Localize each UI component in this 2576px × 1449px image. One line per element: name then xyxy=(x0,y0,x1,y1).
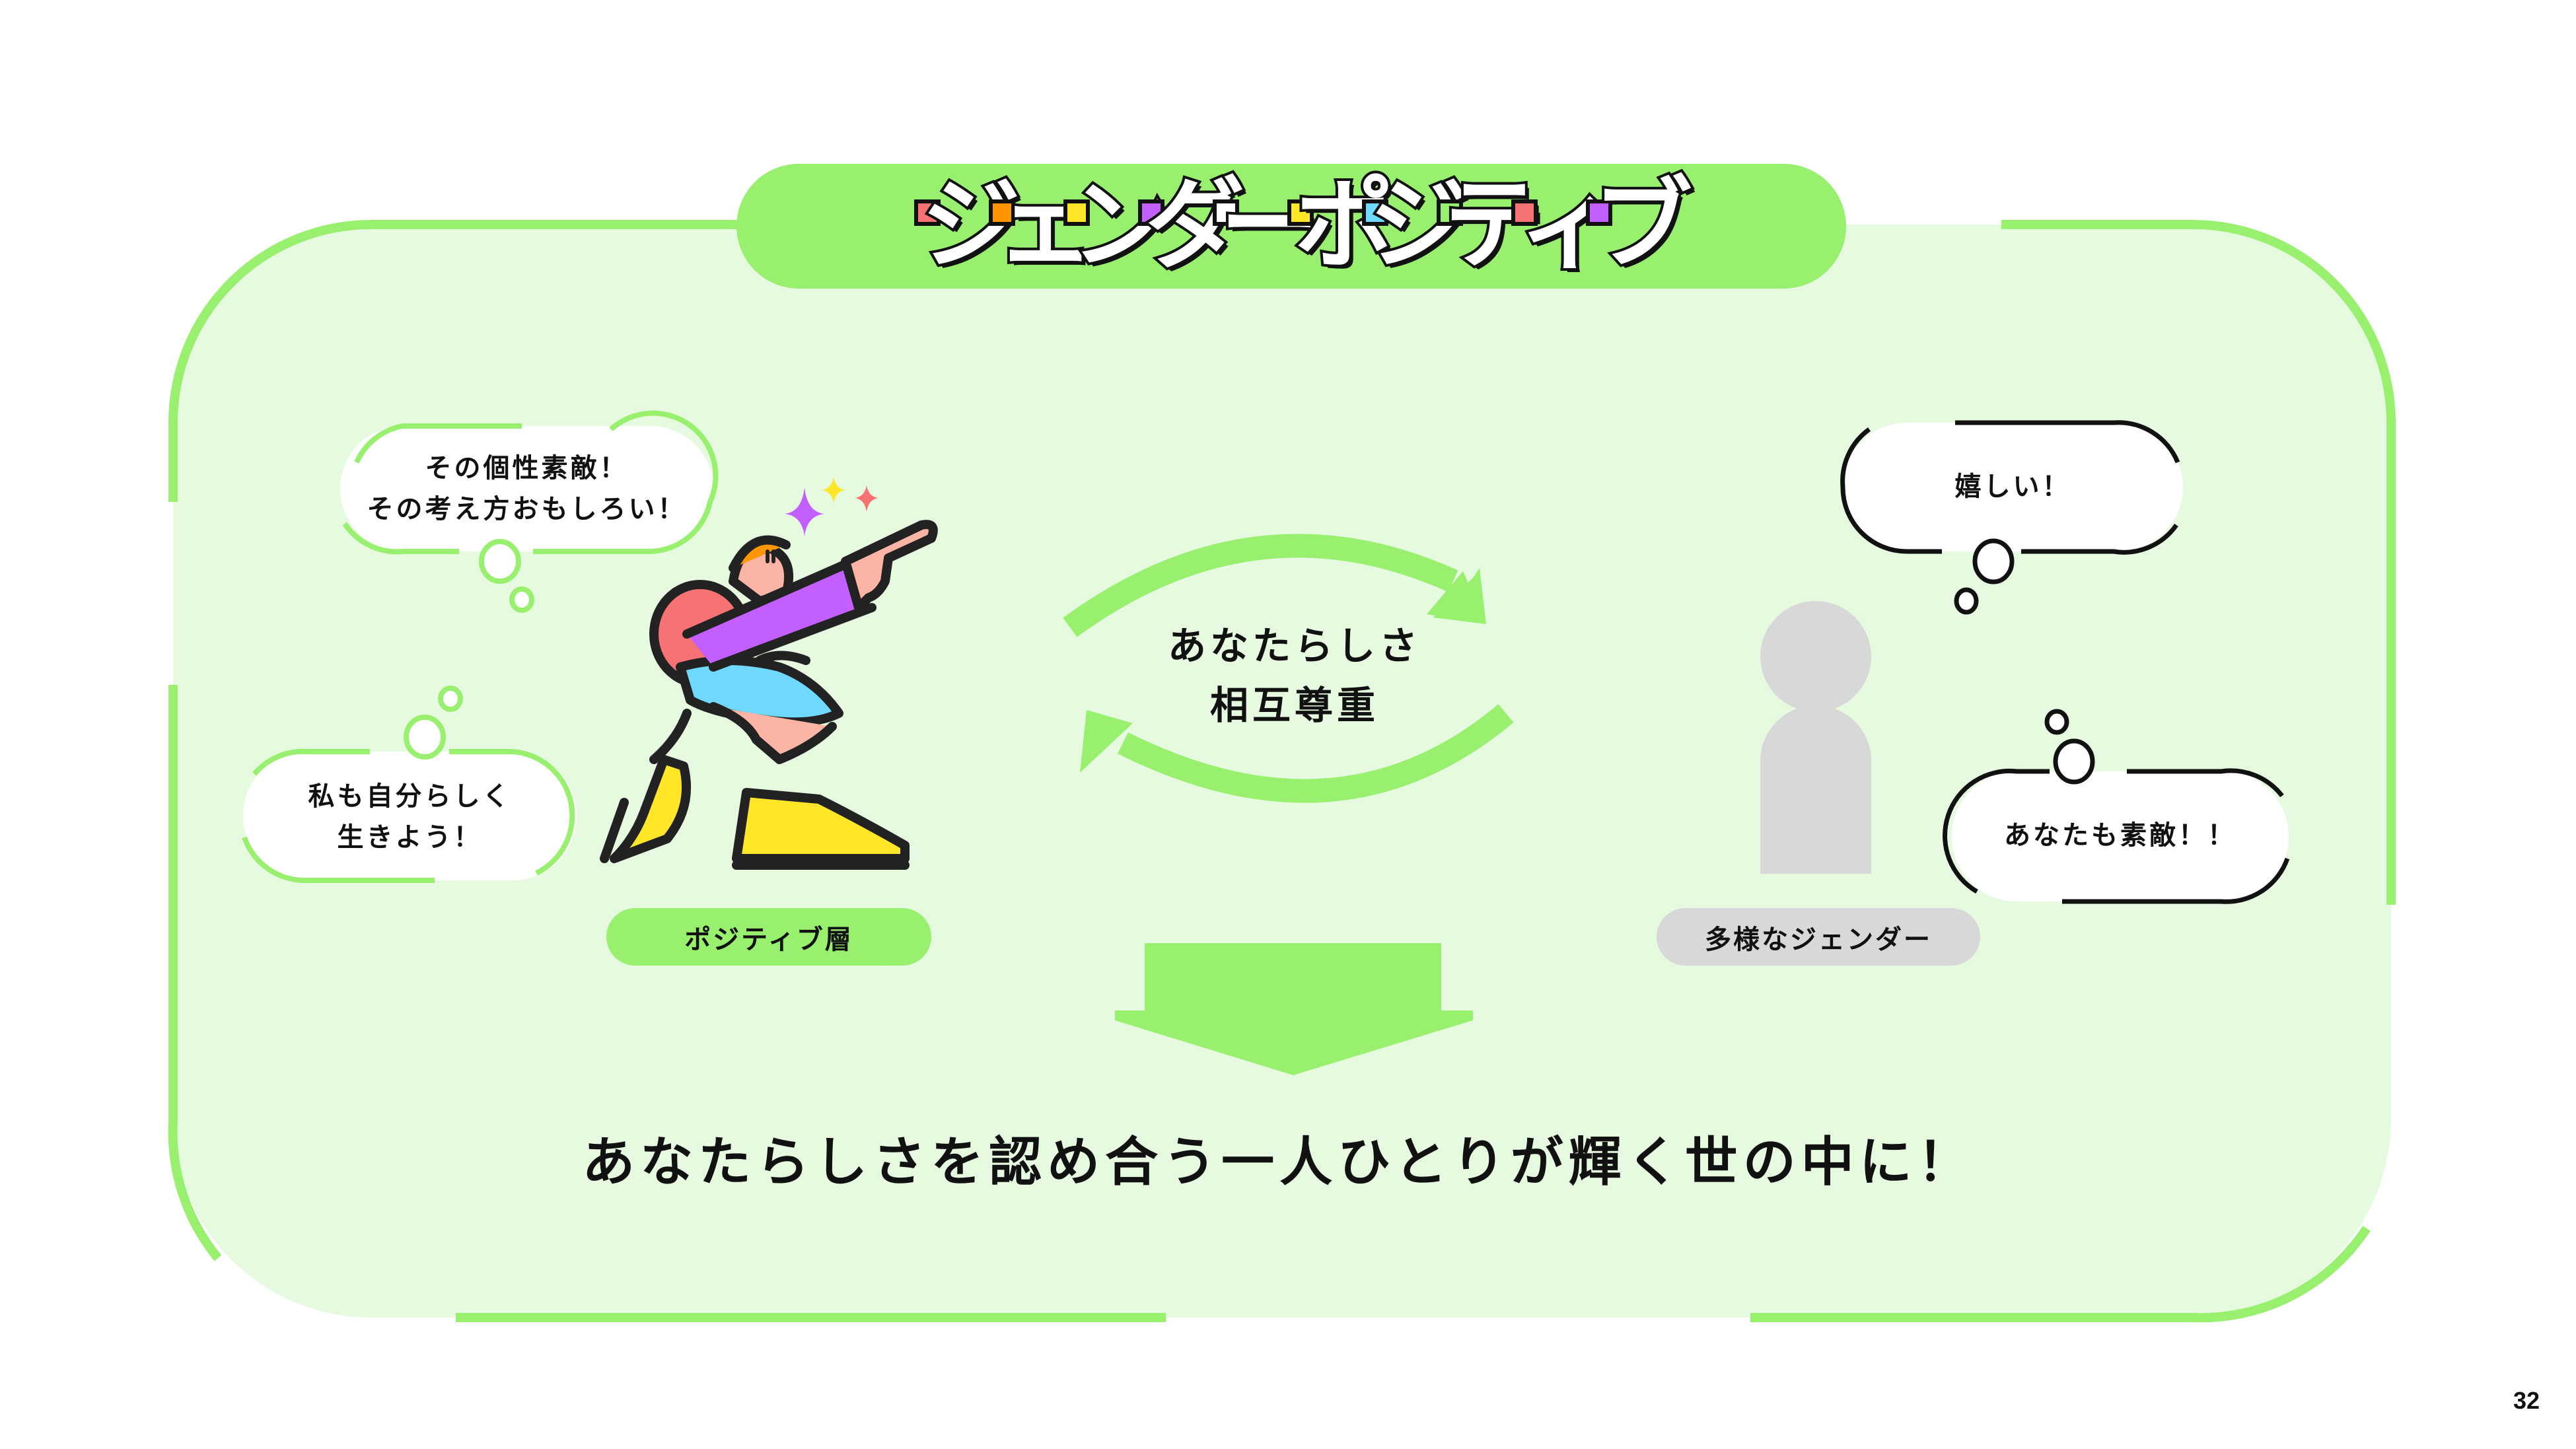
title-glyph-shadow: ン xyxy=(1075,172,1174,287)
title-accent-block xyxy=(1511,199,1538,226)
person-silhouette-head xyxy=(1760,601,1871,712)
title-glyph: ジ xyxy=(921,168,1020,283)
title-pill xyxy=(736,164,1846,289)
person-silhouette-body xyxy=(1760,705,1871,874)
title-accent-block xyxy=(1063,199,1090,226)
headline: あなたらしさを認め合う一人ひとりが輝く世の中に！ xyxy=(582,1131,1976,1193)
title-accent-block xyxy=(914,199,941,226)
title-glyph-shadow: ダ xyxy=(1149,172,1248,287)
right-bubble-top-text: 嬉しい！ xyxy=(1954,472,2071,502)
left-bubble-top-text: その個性素敵！ その考え方おもしろい！ xyxy=(367,453,687,524)
title-accent-block xyxy=(989,199,1015,226)
title-glyph-shadow: ジ xyxy=(1373,172,1472,287)
title-glyph-shadow: ェ xyxy=(1000,172,1099,287)
left-bubble-bottom-text: 私も自分らしく 生きよう！ xyxy=(308,781,512,853)
title-accent-block xyxy=(1138,199,1164,226)
title-glyph-shadow: ィ xyxy=(1522,172,1622,287)
title-accent-block xyxy=(1287,199,1314,226)
title-glyph-shadow: ポ xyxy=(1299,172,1398,287)
title-accent-block xyxy=(1213,199,1239,226)
diverse-gender-label: 多様なジェンダー xyxy=(1657,908,1980,966)
title-accent-block xyxy=(1362,199,1388,226)
mutual-respect-text: あなたらしさ 相互尊重 xyxy=(1167,623,1421,728)
title-glyph-shadow: ブ xyxy=(1597,172,1696,287)
right-bubble-bottom-text: あなたも素敵！！ xyxy=(2004,820,2236,851)
title-glyph-shadow: テ xyxy=(1448,172,1547,287)
title-glyph-shadow: ー xyxy=(1224,172,1323,287)
title-accent-block xyxy=(1586,199,1612,226)
title-glyph: ジ xyxy=(1369,168,1468,283)
title-glyph: ブ xyxy=(1593,168,1692,283)
positive-layer-label: ポジティブ層 xyxy=(606,908,931,966)
title-glyph: ン xyxy=(1071,168,1170,283)
page-number: 32 xyxy=(2513,1387,2540,1414)
title-glyph-shadow: ジ xyxy=(925,172,1024,287)
title-accent-block xyxy=(1437,199,1463,226)
